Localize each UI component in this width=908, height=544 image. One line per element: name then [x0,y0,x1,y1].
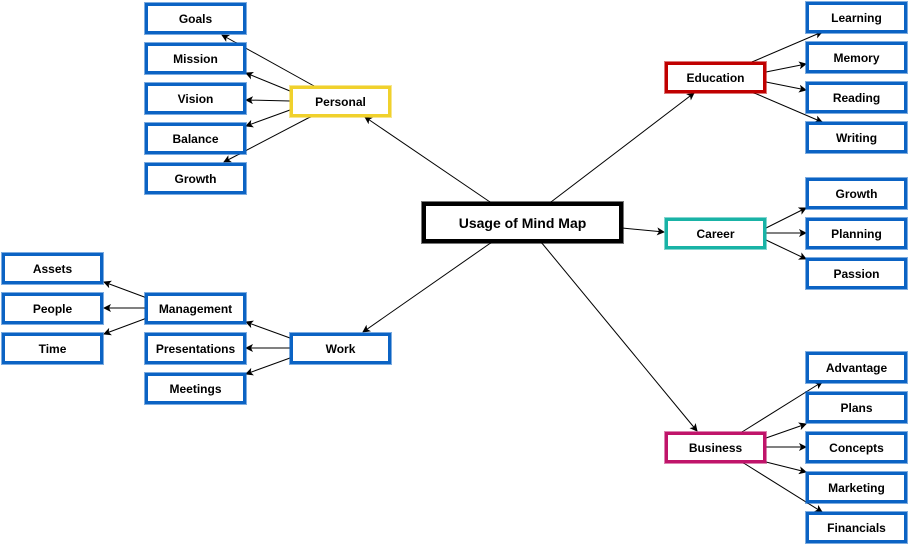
branch-node-work[interactable]: Work [290,333,391,364]
leaf-node-business-plans[interactable]: Plans [806,392,907,423]
leaf-node-work-management[interactable]: Management [145,293,246,324]
leaf-node-career-growth[interactable]: Growth [806,178,907,209]
edge-business-to-advantage [741,381,823,433]
leaf-node-education-learning[interactable]: Learning [806,2,907,33]
edge-career-to-growth [765,207,807,229]
leaf-node-career-planning[interactable]: Planning [806,218,907,249]
leaf-node-business-advantage[interactable]: Advantage [806,352,907,383]
edge-business-to-plans [765,422,807,439]
branch-node-education[interactable]: Education [665,62,766,93]
edge-business-to-marketing [765,461,807,475]
leaf-node-career-passion[interactable]: Passion [806,258,907,289]
branch-node-personal[interactable]: Personal [290,86,391,117]
edge-central-to-personal [364,116,491,203]
leaf-node-personal-growth[interactable]: Growth [145,163,246,194]
leaf-node-business-concepts[interactable]: Concepts [806,432,907,463]
leaf-node-personal-goals[interactable]: Goals [145,3,246,34]
edge-education-to-writing [751,91,823,123]
edge-education-to-learning [751,31,823,63]
leaf-node-education-memory[interactable]: Memory [806,42,907,73]
leaf-node-work-meetings[interactable]: Meetings [145,373,246,404]
edge-management-to-time [103,317,148,336]
leaf-node-work-presentations[interactable]: Presentations [145,333,246,364]
edge-personal-to-vision [245,96,291,105]
leaf-node-personal-mission[interactable]: Mission [145,43,246,74]
edge-personal-to-growth [223,115,313,163]
edge-personal-to-mission [245,71,291,92]
leaf-node-business-marketing[interactable]: Marketing [806,472,907,503]
leaf-node-management-time[interactable]: Time [2,333,103,364]
leaf-node-education-reading[interactable]: Reading [806,82,907,113]
central-topic-node[interactable]: Usage of Mind Map [422,202,623,243]
leaf-node-business-financials[interactable]: Financials [806,512,907,543]
leaf-node-education-writing[interactable]: Writing [806,122,907,153]
edge-personal-to-balance [245,109,291,128]
edge-education-to-reading [765,81,807,93]
edge-management-to-assets [103,280,148,299]
edge-central-to-business [540,241,698,432]
edge-work-to-management [245,320,291,339]
edge-education-to-memory [765,61,807,73]
edge-business-to-financials [741,461,823,513]
edge-central-to-work [362,241,493,333]
edge-central-to-career [621,227,665,236]
edge-central-to-education [550,92,695,203]
leaf-node-management-assets[interactable]: Assets [2,253,103,284]
branch-node-business[interactable]: Business [665,432,766,463]
edge-career-to-passion [765,239,807,260]
edge-work-to-meetings [245,357,291,376]
leaf-node-management-people[interactable]: People [2,293,103,324]
branch-node-career[interactable]: Career [665,218,766,249]
leaf-node-personal-balance[interactable]: Balance [145,123,246,154]
leaf-node-personal-vision[interactable]: Vision [145,83,246,114]
